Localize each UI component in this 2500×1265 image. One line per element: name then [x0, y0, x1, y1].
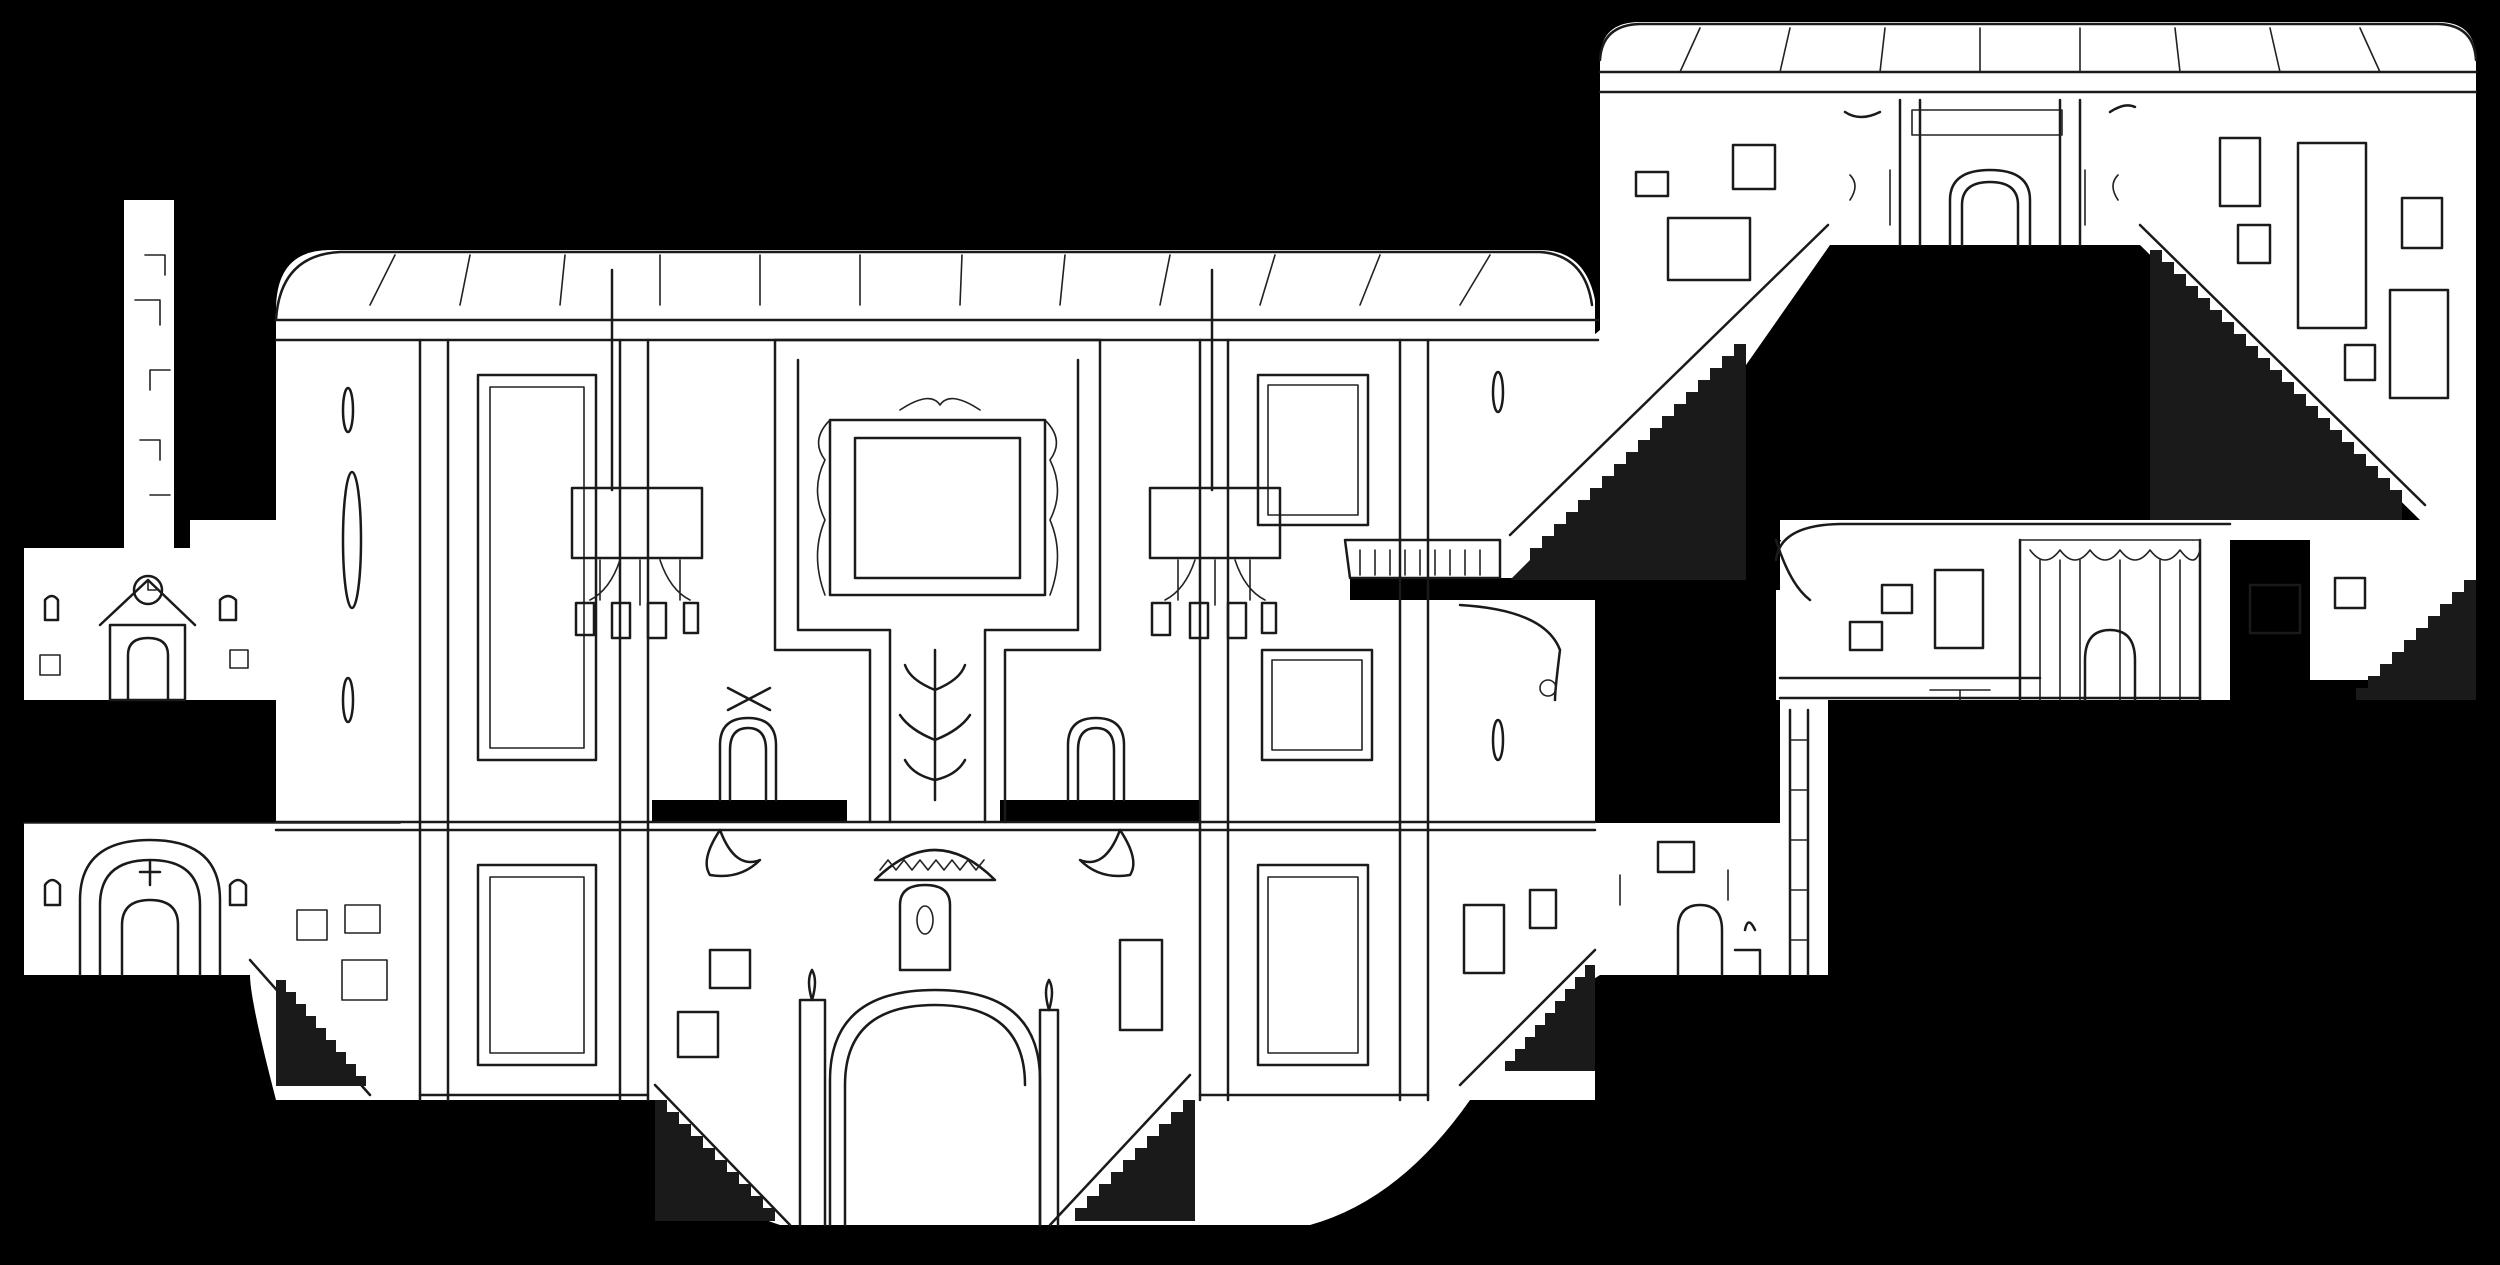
- stair-steps: [276, 250, 2476, 1221]
- tower-shaft-room: [124, 200, 174, 550]
- cross-icon: [138, 860, 162, 887]
- balcony-floor: [1350, 578, 1600, 600]
- upper-gallery-lines: [1343, 22, 2478, 702]
- chandelier-icon: [1148, 268, 1282, 640]
- crossed-swords-icon: [726, 686, 772, 712]
- portrait-icon: [1731, 143, 1777, 191]
- statue-niche: [898, 883, 952, 972]
- curtain-icon: [2019, 539, 2201, 561]
- gap-block: [1595, 700, 1775, 822]
- clock-room-lines: [39, 254, 249, 702]
- grand-hall-lines: [248, 250, 1600, 1227]
- main-archway: [828, 988, 1042, 1227]
- chandelier-icon: [570, 268, 704, 640]
- arched-door-icon: [1948, 168, 2032, 247]
- ledge-right: [1000, 800, 1200, 822]
- ledge-left: [652, 800, 847, 822]
- chapel-room-lines: [23, 822, 401, 1001]
- side-passage-room: [1540, 700, 1828, 1020]
- gap-left: [24, 700, 276, 822]
- east-corridor-lines: [1774, 522, 2367, 702]
- clock-icon: [132, 574, 164, 606]
- side-passage-lines: [1462, 708, 1810, 977]
- clock-room: [24, 520, 280, 700]
- east-corridor-room: [1776, 520, 2230, 700]
- candle-icon: [1619, 869, 1729, 906]
